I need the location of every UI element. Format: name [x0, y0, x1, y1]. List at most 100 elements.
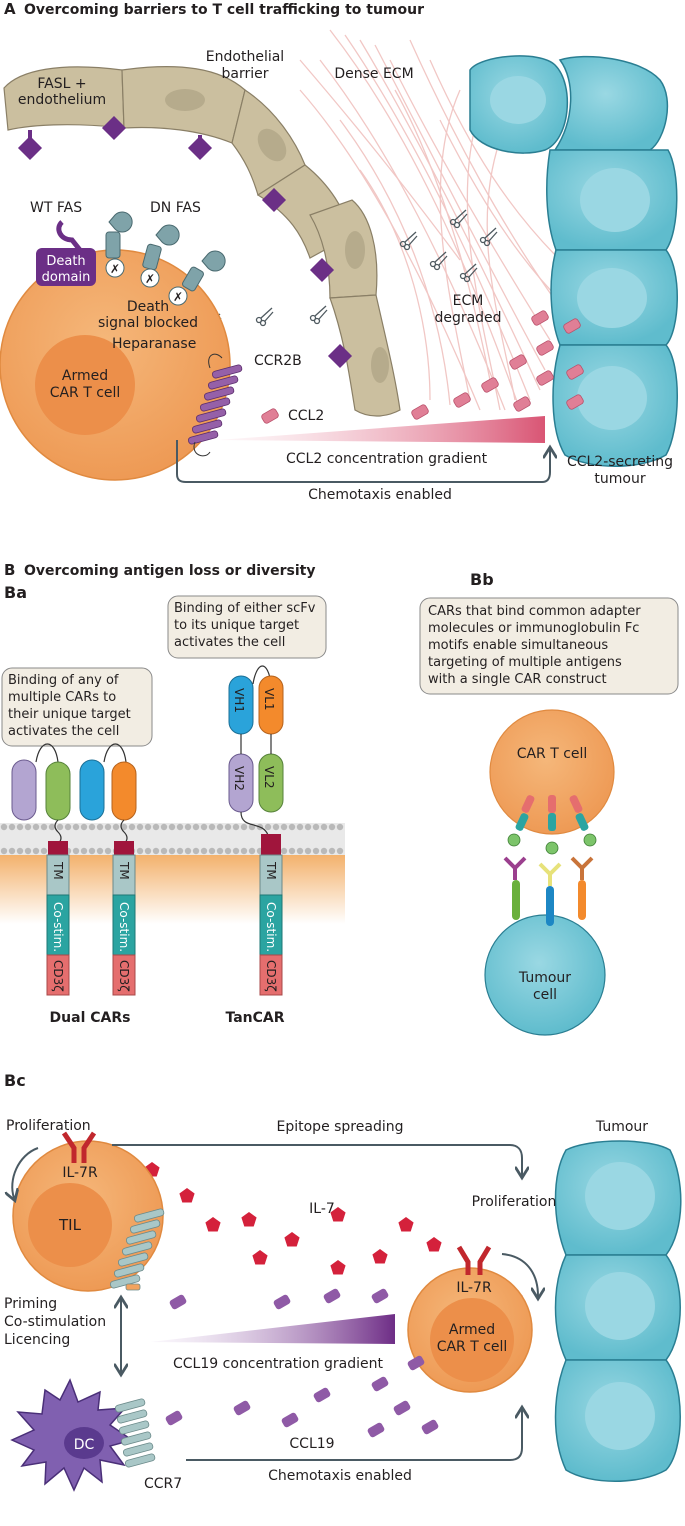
panel-ba-label: Ba — [4, 583, 27, 602]
ccl19-gradient-label: CCL19 concentration gradient — [173, 1356, 384, 1372]
chemotaxis-label-a: Chemotaxis enabled — [308, 487, 452, 503]
dual-car-constructs — [11, 743, 137, 996]
lipid-head — [0, 823, 8, 831]
proliferation-right: Proliferation — [472, 1194, 557, 1210]
tumour-cells-a — [469, 55, 678, 467]
dense-ecm-fibres — [299, 29, 561, 411]
tancar-vh2: VH2 — [232, 766, 246, 791]
ba-box2-line2: to its unique target — [174, 618, 299, 633]
lipid-head — [312, 823, 320, 831]
armed-label-1: Armed — [62, 368, 108, 384]
adapter-cars — [503, 795, 597, 926]
bb-box-line1: CARs that bind common adapter — [428, 604, 641, 619]
ccl2-secreting-1: CCL2-secreting — [567, 454, 673, 470]
lipid-head — [200, 823, 208, 831]
death-signal-1: Death — [127, 299, 169, 315]
chemotaxis-label-bc: Chemotaxis enabled — [268, 1468, 412, 1484]
tumour-cells-bc — [554, 1140, 682, 1482]
lipid-head — [320, 847, 328, 855]
blocked-mark-3: ✗ — [173, 290, 183, 304]
lipid-head — [152, 823, 160, 831]
lipid-head — [160, 823, 168, 831]
armed-bc-label-1: Armed — [449, 1322, 495, 1338]
lipid-head — [8, 823, 16, 831]
endothelial-barrier — [3, 66, 401, 417]
bb-car-t-cell — [489, 709, 615, 835]
armed-car-t-nucleus-bc — [430, 1298, 514, 1382]
death-signal-2: signal blocked — [98, 315, 198, 331]
dual-costim-1: Co-stim. — [51, 902, 65, 952]
ccl19-gradient-wedge — [150, 1314, 395, 1344]
epitope-spreading-arrow — [112, 1144, 522, 1175]
lipid-head — [168, 847, 176, 855]
lipid-head — [232, 823, 240, 831]
wt-fas-label: WT FAS — [30, 200, 82, 216]
lipid-head — [280, 847, 288, 855]
lipid-head — [192, 847, 200, 855]
dual-costim-2: Co-stim. — [117, 902, 131, 952]
ccr2b-receptor — [188, 353, 243, 457]
dn-fas-receptors — [105, 211, 226, 306]
lipid-head — [216, 823, 224, 831]
lipid-head — [40, 847, 48, 855]
tancar-tm: TM — [264, 861, 278, 880]
bb-box-line5: with a single CAR construct — [428, 672, 607, 687]
licencing-label: Licencing — [4, 1332, 70, 1348]
il7r-left-label: IL-7R — [62, 1165, 98, 1181]
lipid-head — [8, 847, 16, 855]
lipid-head — [296, 847, 304, 855]
endothelial-label-1: Endothelial — [206, 49, 284, 65]
lipid-head — [72, 847, 80, 855]
lipid-head — [280, 823, 288, 831]
panel-bc-label: Bc — [4, 1071, 26, 1090]
bb-callout — [419, 597, 679, 695]
ccl19-label: CCL19 — [289, 1436, 334, 1452]
tancar-cd3: CD3ζ — [264, 960, 278, 992]
blocked-mark-2: ✗ — [145, 272, 155, 286]
fasl-label-1: FASL + — [37, 76, 86, 92]
ba-box1-line3: their unique target — [8, 707, 131, 722]
chemotaxis-arrow-a — [176, 440, 550, 483]
panel-a-letter: A — [4, 0, 16, 18]
lipid-head — [192, 823, 200, 831]
proliferation-arrow-right — [501, 1253, 538, 1296]
bb-tumour-cell — [484, 914, 606, 1036]
death-domain-1: Death — [46, 254, 85, 269]
fasl-ligands — [17, 115, 353, 369]
lipid-head — [288, 823, 296, 831]
lipid-head — [296, 823, 304, 831]
lipid-head — [224, 823, 232, 831]
armed-label-2: CAR T cell — [50, 385, 121, 401]
lipid-head — [88, 823, 96, 831]
lipid-head — [240, 847, 248, 855]
lipid-head — [216, 847, 224, 855]
lipid-head — [224, 847, 232, 855]
tancar-vl2: VL2 — [262, 766, 276, 789]
dn-fas-label: DN FAS — [150, 200, 201, 216]
lipid-head — [328, 847, 336, 855]
ecm-degraded-1: ECM — [453, 293, 484, 309]
ccr2b-label: CCR2B — [254, 353, 302, 369]
lipid-head — [136, 823, 144, 831]
bb-car-t-label: CAR T cell — [517, 746, 588, 762]
bb-box-line4: targeting of multiple antigens — [428, 655, 622, 670]
lipid-head — [40, 823, 48, 831]
lipid-head — [104, 823, 112, 831]
lipid-head — [312, 847, 320, 855]
epitope-spreading-label: Epitope spreading — [277, 1119, 404, 1135]
dual-cd3-1: CD3ζ — [51, 960, 65, 992]
ccl2-label: CCL2 — [288, 408, 324, 424]
tancar-vh1: VH1 — [232, 688, 246, 713]
lipid-head — [56, 823, 64, 831]
lipid-head — [32, 847, 40, 855]
panel-b-title: Overcoming antigen loss or diversity — [24, 563, 316, 579]
lipid-head — [136, 847, 144, 855]
lipid-head — [96, 847, 104, 855]
lipid-head — [240, 823, 248, 831]
dual-cars-label: Dual CARs — [50, 1010, 131, 1026]
dual-tm-1: TM — [51, 861, 65, 880]
heparanase-label: Heparanase — [112, 336, 196, 352]
il7r-receptor-left — [61, 1131, 97, 1163]
ccr7-label: CCR7 — [144, 1476, 182, 1492]
